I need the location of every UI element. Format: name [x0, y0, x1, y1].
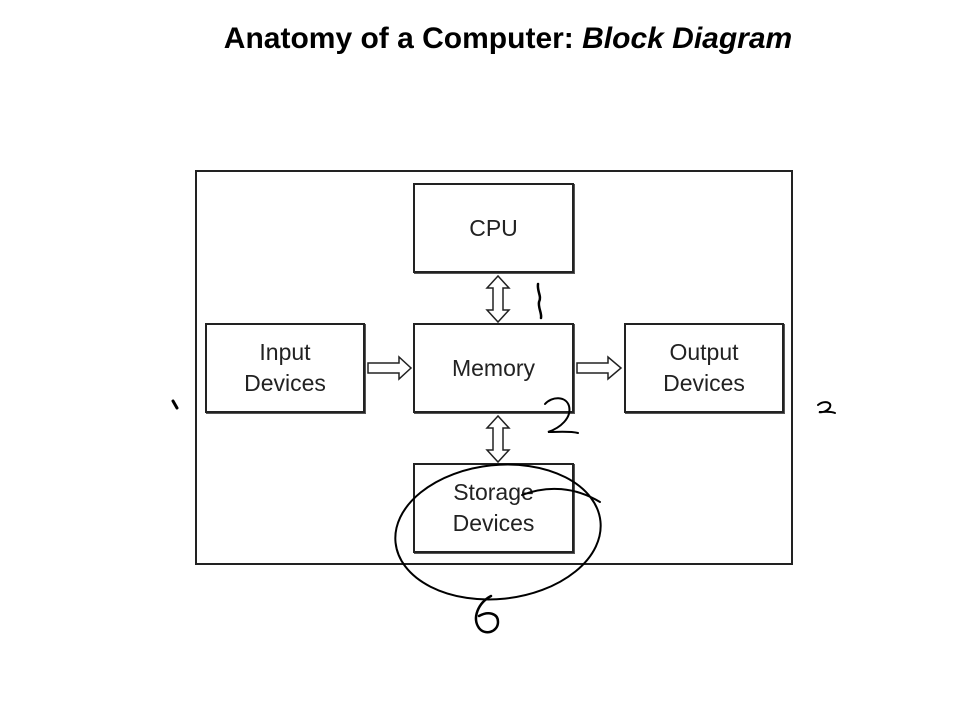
handwritten-2-right [817, 401, 836, 414]
input-devices-label: Input Devices [244, 339, 326, 396]
handwritten-mark-left [171, 399, 179, 410]
memory-block: Memory [413, 323, 574, 413]
cpu-block: CPU [413, 183, 574, 273]
memory-label: Memory [451, 354, 536, 381]
cpu-label: CPU [469, 214, 518, 241]
output-devices-block: Output Devices [624, 323, 784, 413]
title-italic: Block Diagram [582, 22, 793, 55]
storage-devices-label: Storage Devices [452, 479, 535, 536]
diagram-title: Anatomy of a Computer: Block Diagram [0, 22, 960, 56]
title-main: Anatomy of a Computer: [223, 22, 583, 55]
output-devices-label: Output Devices [663, 339, 745, 396]
input-devices-block: Input Devices [205, 323, 365, 413]
storage-devices-block: Storage Devices [413, 463, 574, 553]
handwritten-6 [474, 594, 500, 634]
